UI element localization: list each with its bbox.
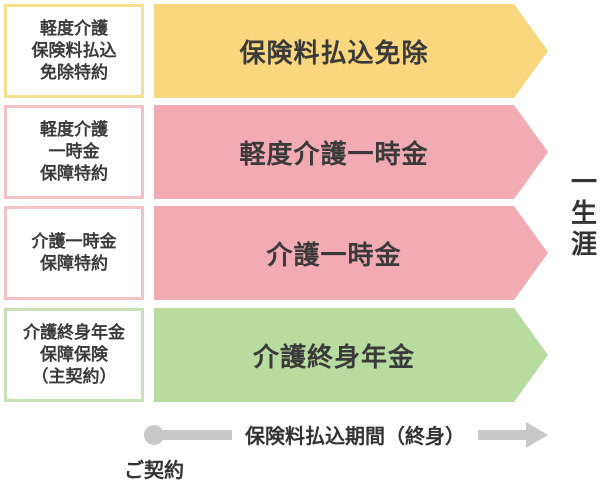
band-arrow-shape (154, 206, 548, 300)
label-box-care-lump-sum: 介護一時金 保障特約 (4, 206, 144, 300)
band-text-lifetime-annuity: 介護終身年金 (252, 342, 415, 373)
timeline-arrowhead (526, 422, 548, 448)
lifetime-char-2: 生 (570, 199, 597, 229)
label-care-lump-sum: 介護一時金 保障特約 (31, 232, 117, 274)
band-arrow-shape (154, 105, 548, 199)
label-mild-care-lump-sum: 軽度介護 一時金 保障特約 (40, 120, 108, 184)
band-arrow-shape (154, 4, 548, 98)
label-box-premium-waiver: 軽度介護 保険料払込 免除特約 (4, 4, 144, 98)
contract-label: ご契約 (124, 458, 184, 482)
band-text-premium-waiver: 保険料払込免除 (239, 38, 429, 69)
label-lifetime-annuity: 介護終身年金 保障保険 （主契約） (23, 323, 125, 387)
contract-start-dot (144, 425, 164, 445)
premium-period-label: 保険料払込期間（終身） (232, 420, 478, 449)
lifetime-char-3: 涯 (570, 230, 597, 260)
band-arrow-shape (154, 308, 548, 402)
lifetime-label: 一 生 涯 (570, 168, 598, 261)
label-box-mild-care-lump-sum: 軽度介護 一時金 保障特約 (4, 105, 144, 199)
label-premium-waiver: 軽度介護 保険料払込 免除特約 (31, 19, 117, 83)
band-text-mild-care-lump-sum: 軽度介護一時金 (239, 139, 429, 170)
band-text-care-lump-sum: 介護一時金 (266, 240, 402, 271)
label-box-lifetime-annuity: 介護終身年金 保障保険 （主契約） (4, 308, 144, 402)
lifetime-char-1: 一 (570, 168, 597, 198)
